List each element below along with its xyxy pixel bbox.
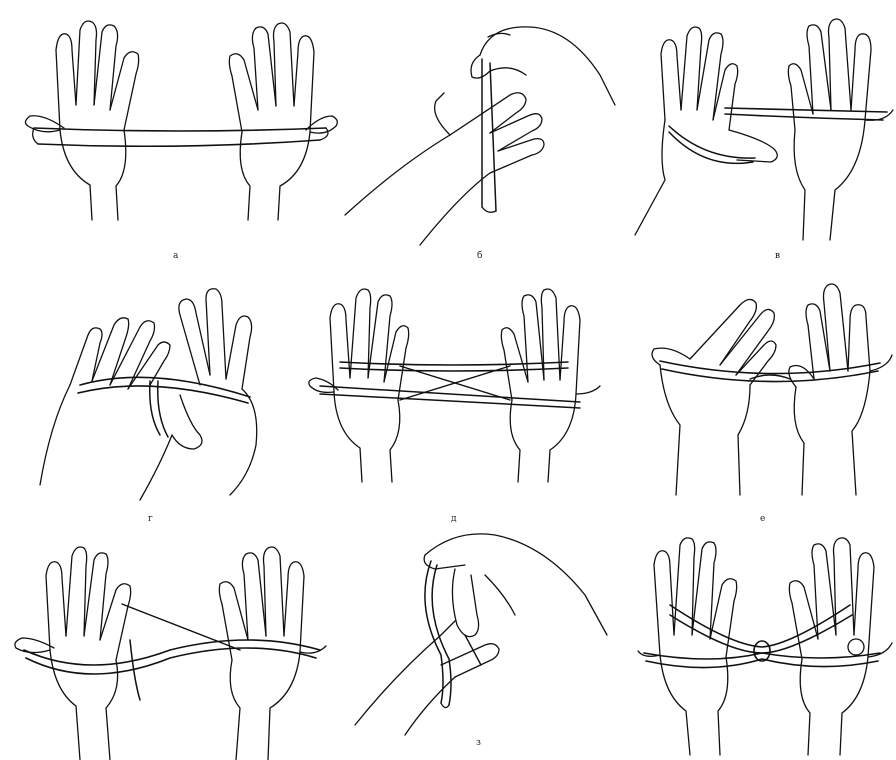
panel-f-caption: е <box>760 514 765 524</box>
panel-f <box>640 275 896 500</box>
panel-b <box>340 15 620 245</box>
panel-c <box>625 10 896 245</box>
panel-i <box>630 535 896 755</box>
panel-b-caption: б <box>477 251 482 261</box>
panel-e <box>300 282 610 507</box>
panel-g <box>10 540 330 760</box>
hands-overlapping-loop-icon <box>30 285 290 505</box>
panel-e-caption: д <box>451 514 457 524</box>
panel-a <box>20 10 340 240</box>
panel-a-caption: а <box>173 251 178 261</box>
panel-h-caption: з <box>476 738 481 748</box>
panel-d-caption: г <box>148 514 153 524</box>
hand-picking-string-icon <box>340 15 620 245</box>
palms-with-loop-around-thumb-icon <box>625 10 896 245</box>
palms-string-over-finger-icon <box>10 540 330 760</box>
palms-touching-strings-icon <box>640 275 896 500</box>
palms-knotted-string-icon <box>630 535 896 755</box>
panel-c-caption: в <box>775 251 780 261</box>
two-open-palms-with-loop-icon <box>20 10 340 240</box>
two-palms-crossed-strings-icon <box>300 282 610 507</box>
panel-h <box>345 525 610 735</box>
panel-d <box>30 285 290 505</box>
hand-pinching-loop-icon <box>345 525 610 735</box>
